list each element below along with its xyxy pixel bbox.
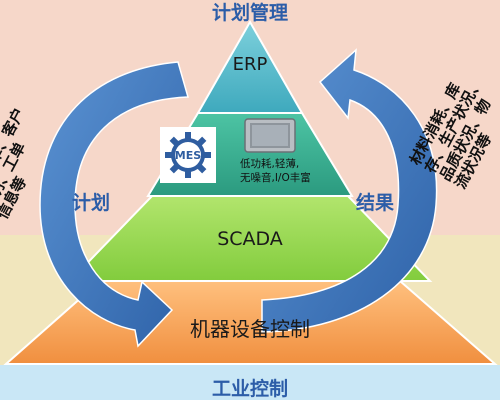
result-label: 结果 [356,192,395,214]
top-title: 计划管理 [211,2,288,24]
industrial-panel-pc-icon [244,118,296,153]
mes-gear-icon: MES [160,127,216,183]
left-curved-arrow-icon [39,61,189,348]
plan-label: 计划 [72,192,111,214]
machine-control-label: 机器设备控制 [190,317,310,341]
scada-label: SCADA [217,228,283,250]
bottom-title: 工业控制 [211,378,288,400]
device-description-line1: 低功耗,轻薄, [240,158,300,170]
mes-logo-text: MES [175,149,201,162]
background-lower [0,365,500,400]
right-curved-arrow-icon [261,48,438,333]
erp-label: ERP [232,54,268,75]
device-description-line2: 无噪音,I/O丰富 [240,172,311,184]
erp-layer [196,19,304,114]
